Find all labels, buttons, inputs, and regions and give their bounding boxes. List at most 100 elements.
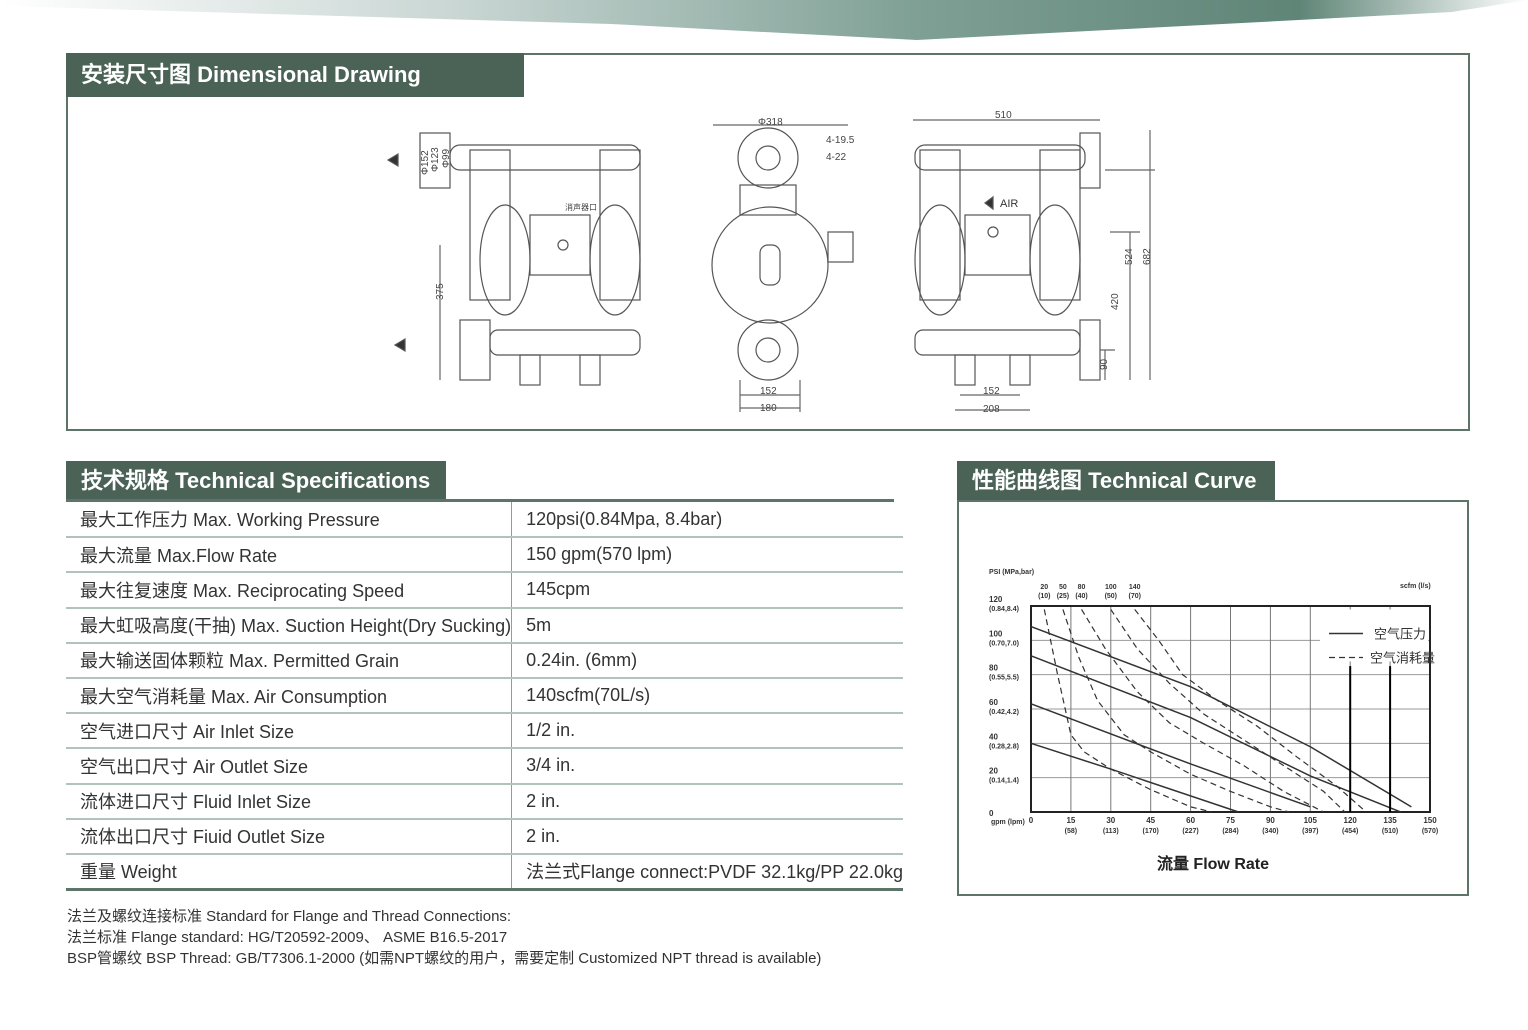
air-curve-label: 50 [1059,584,1067,591]
dim-4-22: 4-22 [826,152,846,163]
legend-solid-label: 空气压力 [1374,626,1426,641]
spec-label: 最大往复速度 Max. Reciprocating Speed [66,572,512,609]
spec-value: 145cpm [511,572,903,609]
x-tick-label: 15 [1066,816,1075,825]
dim-208: 208 [983,404,1000,415]
dimensional-drawing-panel: 安装尺寸图 Dimensional Drawing [66,53,1470,431]
y-tick-sublabel: (0.84,8.4) [989,606,1019,613]
air-curve-label: 20 [1040,584,1048,591]
x-tick-sublabel: (113) [1103,828,1119,835]
spec-value: 140scfm(70L/s) [511,677,903,715]
spec-value: 1/2 in. [511,713,903,750]
dim-682: 682 [1142,248,1153,265]
y-tick-sublabel: (0.28,2.8) [989,743,1019,750]
air-consumption-curve [1110,609,1346,813]
y-tick-sublabel: (0.55,5.5) [989,675,1019,682]
x-tick-sublabel: (454) [1342,828,1358,835]
air-curve-sublabel: (10) [1038,593,1050,600]
y-tick-sublabel: (0.42,4.2) [989,709,1019,716]
pressure-curve [1030,655,1402,813]
spec-label: 流体进口尺寸 Fluid Inlet Size [66,783,512,820]
x-tick-label: 135 [1383,816,1397,825]
side-view-right [913,119,1155,411]
dim-d318: Φ318 [758,117,783,128]
x-tick-sublabel: (340) [1262,828,1278,835]
spec-value: 0.24in. (6mm) [511,642,903,679]
x-tick-label: 120 [1344,816,1358,825]
footnotes: 法兰及螺纹连接标准 Standard for Flange and Thread… [67,906,821,969]
air-curve-sublabel: (50) [1105,593,1117,600]
y-tick-label: 60 [989,698,998,707]
air-consumption-curve [1062,609,1290,813]
air-consumption-curve [1043,609,1213,813]
spec-label: 重量 Weight [66,853,512,891]
x-tick-label: 60 [1186,816,1195,825]
spec-value: 150 gpm(570 lpm) [511,537,903,574]
legend-dashed-label: 空气消耗量 [1370,651,1435,666]
footnote: 法兰标准 Flange standard: HG/T20592-2009、 AS… [67,929,508,946]
air-curve-label: 140 [1129,584,1141,591]
air-consumption-curve [1134,609,1367,813]
air-inlet-label: AIR [1000,198,1018,210]
spec-label: 最大输送固体颗粒 Max. Permitted Grain [66,642,512,679]
spec-label: 流体出口尺寸 Fiuid Outlet Size [66,818,512,855]
dim-375: 375 [435,283,446,300]
air-curve-sublabel: (40) [1075,593,1087,600]
section-title: 性能曲线图 Technical Curve [957,461,1275,501]
top-unit-label: scfm (l/s) [1400,583,1431,590]
legend-box [1320,609,1428,662]
divider [66,499,894,502]
y-tick-sublabel: (0.70,7.0) [989,640,1019,647]
y-tick-label: 40 [989,732,998,741]
x-unit-label: gpm (lpm) [991,819,1025,826]
air-curve-sublabel: (70) [1129,593,1141,600]
y-tick-label: 120 [989,595,1003,604]
x-axis-title: 流量 Flow Rate [1157,854,1269,873]
x-tick-sublabel: (570) [1422,828,1438,835]
x-tick-sublabel: (397) [1302,828,1318,835]
plot-frame [1030,605,1431,813]
x-tick-label: 75 [1226,816,1235,825]
x-tick-sublabel: (284) [1222,828,1238,835]
y-tick-label: 20 [989,767,998,776]
spec-row: 最大虹吸高度(干抽) Max. Suction Height(Dry Sucki… [66,607,903,644]
spec-label: 最大虹吸高度(干抽) Max. Suction Height(Dry Sucki… [66,607,512,644]
spec-value: 法兰式Flange connect:PVDF 32.1kg/PP 22.0kg [511,853,903,891]
performance-chart: 020(0.14,1.4)40(0.28,2.8)60(0.42,4.2)80(… [989,569,1438,873]
muffler-label: 消声器口 [565,202,597,212]
x-tick-sublabel: (170) [1143,828,1159,835]
x-tick-label: 105 [1304,816,1318,825]
section-title: 安装尺寸图 Dimensional Drawing [66,53,524,97]
y-tick-label: 0 [989,809,994,818]
spec-label: 空气进口尺寸 Air Inlet Size [66,713,512,750]
spec-label: 最大工作压力 Max. Working Pressure [66,502,512,539]
dim-d152: Φ152 [420,150,431,175]
y-tick-label: 100 [989,629,1003,638]
spec-value: 5m [511,607,903,644]
spec-value: 3/4 in. [511,748,903,785]
spec-label: 最大空气消耗量 Max. Air Consumption [66,677,512,715]
dim-d99: Φ99 [441,148,452,168]
dim-4-19.5: 4-19.5 [826,135,855,146]
x-tick-label: 30 [1106,816,1115,825]
y-tick-label: 80 [989,664,998,673]
dim-180: 180 [760,403,777,414]
air-consumption-curve [1081,609,1324,813]
pump-drawing: Φ152 Φ123 Φ99 375 消声器口 Φ318 4-19.5 4-22 … [386,110,1155,415]
x-tick-label: 150 [1423,816,1437,825]
dim-510: 510 [995,110,1012,121]
x-tick-sublabel: (510) [1382,828,1398,835]
footnote: BSP管螺纹 BSP Thread: GB/T7306.1-2000 (如需NP… [67,950,822,967]
y-axis-label: PSI (MPa,bar) [989,569,1034,576]
dim-420: 420 [1110,293,1121,310]
